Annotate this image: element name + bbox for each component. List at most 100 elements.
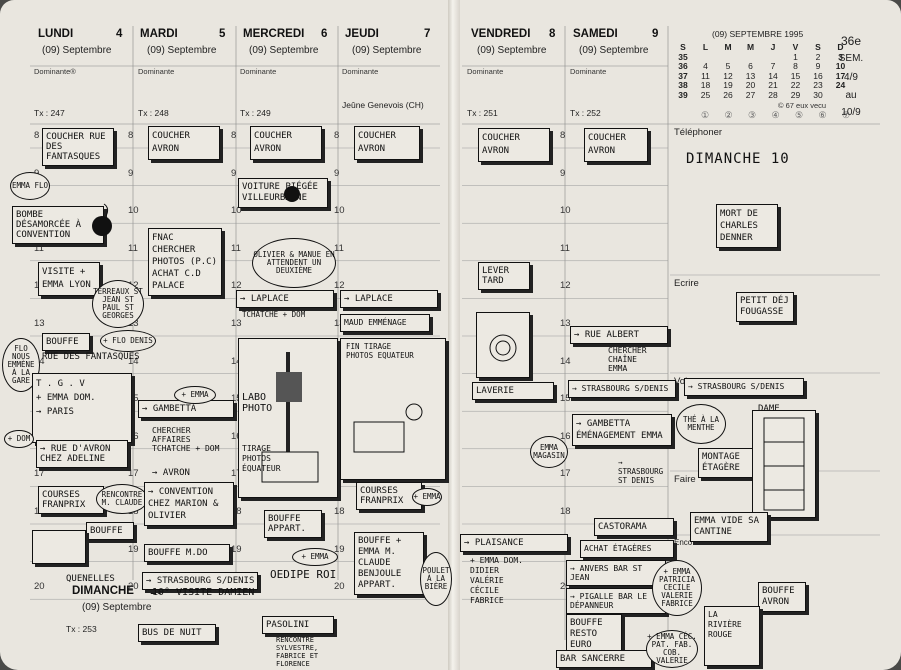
- note-fri-laverie: LAVERIE: [472, 382, 554, 400]
- darkroom-drawing: [340, 338, 446, 480]
- calendar-day[interactable]: 30: [813, 90, 823, 100]
- cloud-tue-emma: + EMMA: [174, 386, 216, 404]
- day-num-wednesday: 6: [321, 28, 328, 40]
- calendar-day[interactable]: 5: [725, 61, 731, 72]
- hour-label: 20: [560, 581, 571, 593]
- calendar-day[interactable]: 24: [835, 80, 846, 91]
- calendar-day[interactable]: 23: [813, 80, 823, 91]
- day-month-sunday: (09) Septembre: [82, 602, 152, 613]
- hour-label: 9: [334, 167, 340, 179]
- day-name-sunday: DIMANCHE: [72, 585, 134, 597]
- calendar-weekday: J: [770, 42, 776, 52]
- shelf-icon: [763, 417, 805, 511]
- hour-label: 17: [334, 468, 345, 479]
- moon-phase-icon: ④: [771, 110, 780, 120]
- calendar-day[interactable]: 9: [815, 61, 821, 72]
- note-sun-mort: MORT DE CHARLES DENNER: [716, 204, 778, 248]
- calendar-day[interactable]: 13: [745, 70, 756, 81]
- calendar-day[interactable]: 16: [813, 70, 823, 81]
- washing-machine-icon: [489, 334, 517, 362]
- note-tue-convention: → CONVENTION CHEZ MARION & OLIVIER: [144, 482, 234, 526]
- note-tue-bouffe: BOUFFE M.DO: [144, 544, 230, 562]
- calendar-day[interactable]: 2: [815, 51, 821, 62]
- moon-phase-icon: ①: [700, 110, 710, 120]
- calendar-day[interactable]: 6: [748, 61, 753, 72]
- note-mon-bouffe2: BOUFFE: [86, 522, 134, 540]
- calendar-day[interactable]: 1: [793, 51, 798, 62]
- calendar-week-number: 37: [678, 70, 688, 81]
- day-month-friday: (09) Septembre: [477, 45, 547, 56]
- note-tue-affaires: CHERCHER AFFAIRES TCHATCHE + DOM: [152, 426, 220, 453]
- bomb-icon-wed: [284, 186, 300, 202]
- hour-label: 17: [560, 468, 571, 480]
- calendar-day[interactable]: 7: [770, 61, 776, 72]
- calendar-day[interactable]: 3: [838, 51, 843, 62]
- note-tue-fnac: FNAC CHERCHER PHOTOS (P.C) ACHAT C.D PAL…: [148, 228, 222, 296]
- hour-label: 12: [560, 280, 571, 292]
- moon-phase-icon: ⑤: [794, 110, 804, 120]
- cloud-mon-dom: + DOM: [4, 430, 34, 448]
- hour-label: 15: [231, 393, 242, 405]
- note-mon-emma2: + EMMA DOM.: [36, 393, 96, 403]
- cloud-mon-flodenis: + FLO DENIS: [100, 330, 156, 352]
- hour-label: 17: [128, 468, 139, 480]
- moon-phase-icon: ⑥: [818, 110, 827, 120]
- right-page: [456, 0, 901, 670]
- calendar-title: (09) SEPTEMBRE 1995: [712, 29, 804, 39]
- note-wed-rencontre: RENCONTRE SYLVESTRE, FABRICE ET FLORENCE: [276, 636, 319, 668]
- cloud-wed-olivier: OLIVIER & MANUE EN ATTENDENT UN DEUXIÈME: [252, 238, 336, 288]
- calendar-day[interactable]: 15: [790, 70, 801, 81]
- calendar-week-number: 36: [678, 61, 688, 72]
- cloud-sun-the: THÉ À LA MENTHE: [676, 404, 726, 444]
- note-fri-plaisance: → PLAISANCE: [460, 534, 568, 552]
- calendar-day[interactable]: 11: [701, 70, 710, 81]
- day-name-saturday: SAMEDI: [573, 28, 618, 40]
- note-tue-bus: BUS DE NUIT: [138, 624, 216, 642]
- calendar-day[interactable]: 26: [723, 90, 733, 100]
- note-mon-visite: VISITE + EMMA LYON: [38, 262, 100, 296]
- calendar-day[interactable]: 19: [723, 80, 733, 91]
- cloud-wed-emma: + EMMA: [292, 548, 338, 566]
- calendar-day[interactable]: 20: [745, 80, 756, 91]
- note-mon-paris: → PARIS: [36, 407, 74, 417]
- calendar-day[interactable]: 4: [703, 61, 708, 72]
- day-num-thursday: 7: [424, 28, 431, 40]
- calendar-day[interactable]: 14: [768, 70, 778, 81]
- calendar-weekday: M: [746, 42, 755, 52]
- note-tue-avron: → AVRON: [152, 468, 190, 478]
- calendar-day[interactable]: 27: [745, 90, 756, 100]
- hour-label: 11: [231, 242, 241, 254]
- calendar-day[interactable]: 18: [700, 80, 711, 91]
- calendar-day[interactable]: 28: [768, 90, 778, 100]
- calendar-day[interactable]: 21: [768, 80, 778, 91]
- hour-label: 13: [128, 318, 139, 329]
- note-sun-bouffe: BOUFFE AVRON: [758, 582, 806, 612]
- calendar-day[interactable]: 17: [835, 70, 846, 81]
- hour-label: 13: [560, 318, 571, 329]
- note-sun-riviere: LA RIVIÈRE ROUGE: [704, 606, 760, 666]
- week-range-to: 10/9: [841, 107, 861, 118]
- hour-label: 18: [560, 506, 571, 517]
- dominante-monday: Dominante®: [34, 67, 76, 76]
- calendar-day[interactable]: 10: [835, 61, 846, 72]
- calendar-day[interactable]: 22: [790, 80, 801, 91]
- section-voir: Voir: [674, 376, 691, 387]
- calendar-day[interactable]: 29: [790, 90, 801, 100]
- calendar-day[interactable]: 12: [723, 70, 733, 81]
- note-thu-bouffe: BOUFFE + EMMA M. CLAUDE BENJOULE APPART.: [354, 532, 424, 595]
- calendar-day[interactable]: 25: [700, 90, 711, 100]
- cloud-mon-flo: FLO NOUS EMMÈNE À LA GARE: [2, 338, 40, 392]
- calendar-day[interactable]: 8: [793, 61, 798, 72]
- note-sat-rue: → RUE ALBERT: [570, 326, 668, 344]
- calendar-week-number: 39: [678, 90, 688, 100]
- note-mon-courses: COURSES FRANPRIX: [38, 486, 104, 514]
- week-range-mid: au: [845, 90, 857, 101]
- note-mon-coucher: COUCHER RUE DES FANTASQUES: [42, 128, 114, 166]
- hour-label: 17: [34, 468, 45, 480]
- hour-label: 20: [334, 581, 345, 593]
- note-wed-laplace: → LAPLACE: [236, 290, 334, 308]
- note-mon-tgv: T . G . V: [36, 379, 85, 389]
- note-fri-emma: + EMMA DOM. DIDIER VALÉRIE CÉCILE FABRIC…: [470, 556, 523, 605]
- hour-label: 20: [128, 581, 139, 593]
- day-num-monday: 4: [116, 28, 123, 40]
